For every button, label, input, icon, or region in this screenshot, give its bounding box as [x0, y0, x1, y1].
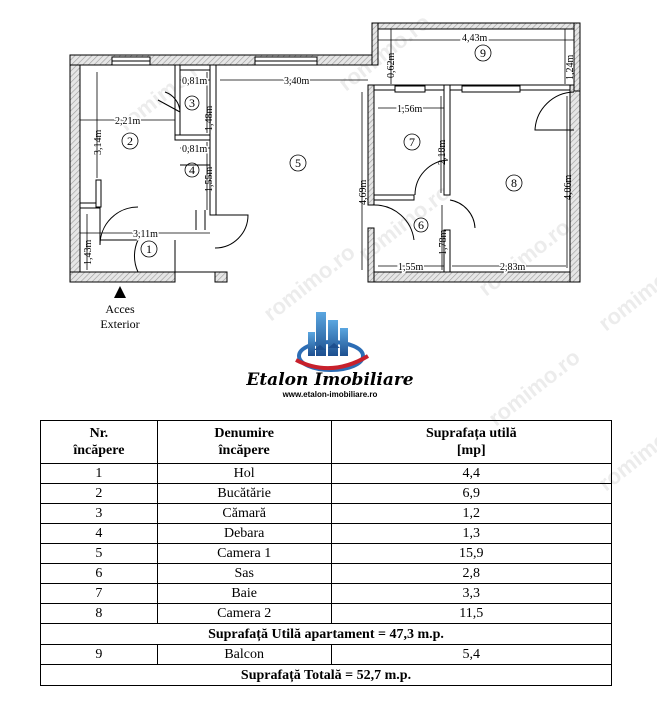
room-number-9: 9	[480, 46, 486, 60]
dim-balcony-left: 0,62m	[386, 53, 397, 79]
arrow-up-icon	[114, 286, 126, 298]
dim-sas-width: 1,55m	[398, 262, 424, 273]
dim-closet-height: 1,55m	[204, 167, 215, 193]
header-nr: Nr.încăpere	[40, 420, 158, 464]
dim-kitchen-width: 2,21m	[115, 116, 141, 127]
room-numbers	[121, 44, 523, 258]
dim-hall-width: 3,11m	[133, 229, 158, 240]
room-number-6: 6	[418, 218, 424, 232]
access-exterior-label: Acces Exterior	[84, 286, 156, 332]
floor-plan: 4,43m 0,62m 1,24m 0,81m 1,48m 3,40m 2,21…	[69, 22, 581, 283]
doors	[99, 91, 575, 273]
dim-pantry-height: 1,48m	[204, 106, 215, 132]
windows	[111, 56, 574, 93]
company-name: Etalon Imobiliare	[246, 370, 414, 390]
room-number-8: 8	[511, 176, 517, 190]
access-line-1: Acces	[105, 302, 135, 316]
dim-closet-width: 0,81m	[182, 144, 208, 155]
dim-kitchen-height: 3,14m	[93, 130, 104, 156]
company-url: www.etalon-imobiliare.ro	[282, 390, 378, 399]
interior-walls	[79, 64, 571, 273]
util-total-row: Suprafață Utilă apartament = 47,3 m.p.	[40, 623, 612, 645]
dimension-labels: 4,43m 0,62m 1,24m 0,81m 1,48m 3,40m 2,21…	[83, 32, 576, 275]
dim-sas-height: 1,78m	[438, 230, 449, 256]
dim-balcony-right: 1,24m	[565, 55, 576, 81]
dim-hall-height: 1,43m	[83, 240, 94, 266]
room-number-2: 2	[127, 134, 133, 148]
total-row: Suprafață Totală = 52,7 m.p.	[40, 664, 612, 686]
room-number-7: 7	[409, 135, 415, 149]
dim-camera1-height: 4,69m	[358, 180, 369, 206]
room-number-3: 3	[189, 96, 195, 110]
dim-camera2-height: 4,06m	[563, 175, 574, 201]
dim-bath-width: 1,56m	[397, 104, 423, 115]
room-number-1: 1	[146, 242, 152, 256]
room-number-4: 4	[189, 163, 195, 177]
header-area: Suprafața utilă[mp]	[330, 420, 613, 464]
dim-bath-height: 2,18m	[437, 140, 448, 166]
walls	[69, 22, 581, 283]
dim-camera1-width: 3,40m	[284, 76, 310, 87]
company-logo	[295, 312, 370, 372]
dim-balcony-width: 4,43m	[462, 33, 488, 44]
watermark: romimo.ro	[483, 344, 585, 431]
dimension-lines	[80, 29, 574, 270]
room-number-5: 5	[295, 156, 301, 170]
access-line-2: Exterior	[100, 317, 140, 331]
dim-camera2-width: 2,83m	[500, 262, 526, 273]
dim-pantry-width: 0,81m	[182, 76, 208, 87]
